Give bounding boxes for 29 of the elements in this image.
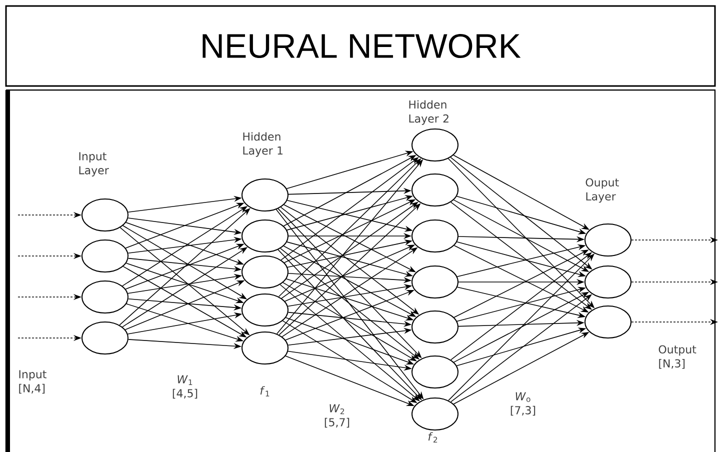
neuron-circle <box>412 220 458 252</box>
layer-label: W$_{2}$ [5,7] <box>324 404 350 428</box>
layer-label: Ouput Layer <box>586 178 619 203</box>
layer-label: Output [N,3] <box>658 345 696 369</box>
neuron-circle <box>412 128 458 162</box>
neuron-circle <box>82 240 128 272</box>
neuron-circle <box>82 322 128 354</box>
neuron-circle <box>82 280 128 314</box>
neuron-circle <box>412 266 458 298</box>
neuron-circle <box>242 220 288 252</box>
neuron-circle <box>82 198 128 232</box>
neuron-circle <box>412 310 458 344</box>
title: NEURAL NETWORK <box>5 5 716 87</box>
layer-label: f$_{1}$ <box>260 386 270 396</box>
layer-label: Hidden Layer 1 <box>243 132 282 157</box>
neuron-circle <box>242 294 288 326</box>
neuron-circle <box>412 398 458 430</box>
neuron-circle <box>242 256 288 288</box>
layer-label: W$_{o}$ [7,3] <box>510 392 536 416</box>
neuron-circle <box>242 332 288 364</box>
neuron-circle <box>584 224 632 256</box>
neuron-circle <box>412 356 458 388</box>
neuron-circle <box>584 306 632 338</box>
neuron-circle <box>242 178 288 212</box>
neuron-circle <box>584 266 632 298</box>
layer-label: W$_{1}$ [4,5] <box>172 375 198 399</box>
neuron-circle <box>412 174 458 206</box>
layer-label: Input [N,4] <box>19 370 46 394</box>
layer-label: Input Layer <box>79 152 109 176</box>
